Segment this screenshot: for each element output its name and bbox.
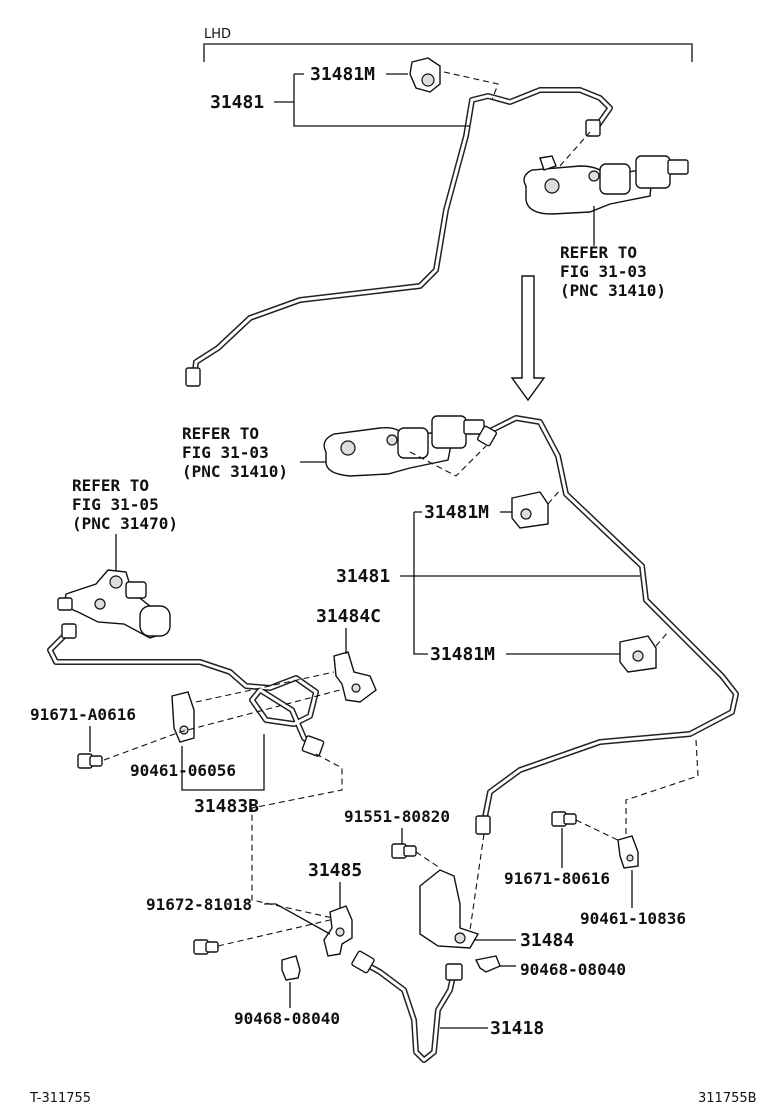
clip-90468-08040-left [281,955,301,981]
callout-90461-10836: 90461-10836 [580,909,686,928]
refer-top-line3: (PNC 31410) [560,281,666,300]
tube-31483B [47,623,325,757]
master-cylinder-top [523,155,689,215]
clamp-90461-06056 [171,691,195,743]
callout-31484: 31484 [520,930,574,951]
callout-31485: 31485 [308,860,362,881]
bolt-91671-A0616 [77,753,103,769]
callout-91671-80616: 91671-80616 [504,869,610,888]
bolt-91671-80616 [551,811,577,827]
callout-31481M-mid-b: 31481M [430,644,495,665]
top-clutch-tube [185,87,613,387]
clamp-31481M-top [409,57,441,93]
refer-left-line3: (PNC 31470) [72,514,178,533]
callout-90468-08040-right: 90468-08040 [520,960,626,979]
footer-right-id: 311755B [698,1091,757,1106]
bracket-31485 [323,905,353,957]
refer-top-line1: REFER TO [560,243,637,262]
refer-mid-line3: (PNC 31410) [182,462,288,481]
clamp-90461-10836 [617,835,639,869]
refer-mid-line2: FIG 31-03 [182,443,269,462]
callout-31484C: 31484C [316,606,381,627]
clamp-31481M-mid-a [511,491,549,529]
bracket-31484C [333,651,377,703]
callout-31481M-top: 31481M [310,64,375,85]
bolt-91551-80820 [391,843,417,859]
down-arrow [510,275,546,402]
lhd-bracket: LHD [203,27,693,62]
hose-31418 [351,950,463,1063]
callout-91671-A0616: 91671-A0616 [30,705,136,724]
callout-91672-81018: 91672-81018 [146,895,252,914]
master-cylinder-mid [323,415,485,477]
callout-31481-top: 31481 [210,92,264,113]
mid-clutch-tube [475,415,739,835]
refer-left-line2: FIG 31-05 [72,495,159,514]
refer-top-line2: FIG 31-03 [560,262,647,281]
refer-left-line1: REFER TO [72,476,149,495]
callout-91551-80820: 91551-80820 [344,807,450,826]
release-cylinder [57,569,171,639]
refer-mid-line1: REFER TO [182,424,259,443]
footer-left-id: T-311755 [29,1091,91,1106]
callout-90468-08040-left: 90468-08040 [234,1009,340,1028]
clip-90468-08040-right [474,955,501,973]
clamp-31481M-mid-b [619,635,657,673]
callout-31481M-mid-a: 31481M [424,502,489,523]
tube-end-fitting [185,367,201,387]
callout-90461-06056: 90461-06056 [130,761,236,780]
bracket-31484 [419,869,480,949]
bolt-91672-81018 [193,939,219,955]
callout-31418: 31418 [490,1018,544,1039]
callout-31481-mid: 31481 [336,566,390,587]
lhd-label: LHD [204,27,231,42]
callout-31483B: 31483B [194,796,259,817]
